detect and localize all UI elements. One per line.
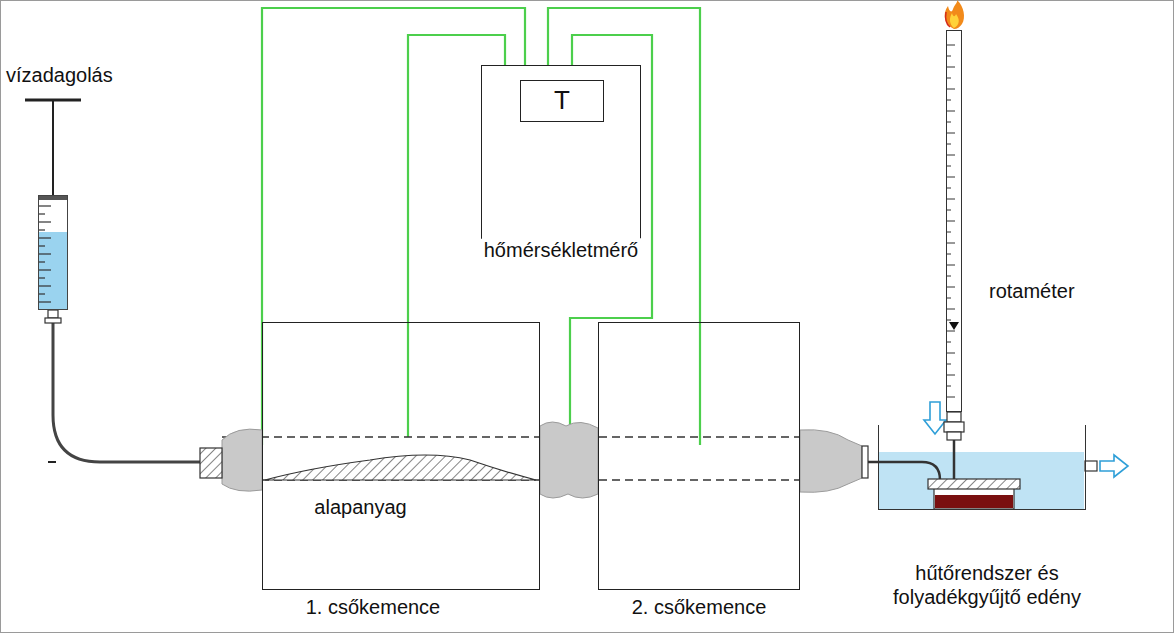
rotameter-tube: rotaméter xyxy=(946,30,962,412)
tube-furnace: 2. csőkemence xyxy=(598,322,800,590)
device-label: vízadagolás xyxy=(6,63,113,87)
end-cap xyxy=(200,448,222,478)
tube-outlet xyxy=(862,446,868,478)
silicone-seal xyxy=(222,422,862,498)
display-symbol: T xyxy=(521,85,603,116)
rotameter-detail xyxy=(944,0,964,440)
thermometer-box: hőmérsékletmérőT xyxy=(481,65,641,239)
quartz-tube xyxy=(222,437,805,480)
device-label: hűtőrendszer és folyadékgyűjtő edény xyxy=(867,561,1107,609)
thermocouple-wire xyxy=(262,8,700,445)
cooling-bath: hűtőrendszer és folyadékgyűjtő edény xyxy=(878,425,1086,510)
device-label: rotaméter xyxy=(989,279,1075,303)
furnace-label: 2. csőkemence xyxy=(632,595,767,619)
syringe xyxy=(25,100,81,462)
feedstock-heap xyxy=(265,455,536,480)
display-box: T xyxy=(520,80,604,122)
syringe-barrel: vízadagolás xyxy=(38,195,68,310)
material-label: alapanyag xyxy=(263,495,458,519)
device-label: hőmérsékletmérő xyxy=(482,238,641,262)
tube-furnace: alapanyag1. csőkemence xyxy=(262,322,540,590)
cooling-bath xyxy=(878,402,1128,509)
furnace-label: 1. csőkemence xyxy=(263,595,483,619)
